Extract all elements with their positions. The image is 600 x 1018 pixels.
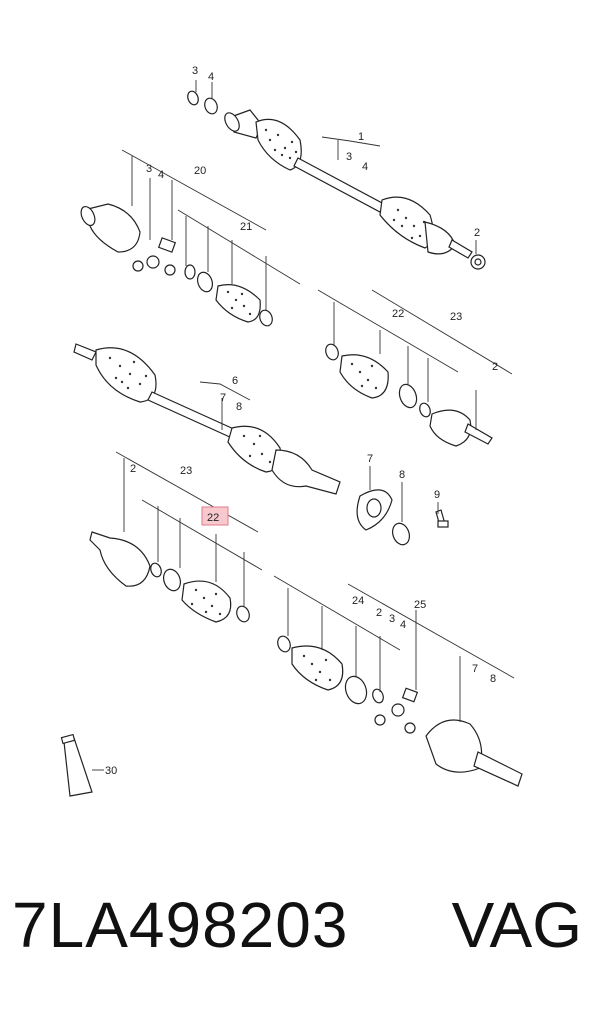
callout-label: 3 (146, 163, 152, 175)
callout-label: 2 (492, 361, 498, 373)
callout-label: 2 (376, 607, 382, 619)
callout-label: 3 (346, 151, 352, 163)
callout-label: 9 (434, 489, 440, 501)
callout-label: 3 (192, 65, 198, 77)
callout-label: 7 (472, 663, 478, 675)
callout-label: 23 (450, 311, 462, 323)
callout-label: 2 (130, 463, 136, 475)
grease-tube-icon (60, 733, 93, 797)
drive-shaft-top (187, 90, 486, 270)
callout-label: 30 (105, 765, 117, 777)
callout-label: 22 (392, 308, 404, 320)
callout-label: 24 (352, 595, 364, 607)
callout-label: 6 (232, 375, 238, 387)
boot-kit-21 (184, 264, 273, 327)
callout-label: 25 (414, 599, 426, 611)
inner-joint-kit-20 (80, 203, 177, 276)
callout-label: 8 (236, 401, 242, 413)
callout-label: 21 (240, 221, 252, 233)
callout-labels: 1 3 4 3 4 2 3 4 20 21 22 23 2 6 7 8 7 8 … (105, 65, 498, 777)
callout-label-highlighted: 22 (207, 512, 219, 524)
callout-label: 7 (367, 453, 373, 465)
callout-label: 4 (158, 169, 164, 181)
highlight-box (201, 506, 229, 526)
callout-label: 23 (180, 465, 192, 477)
part-number: 7LA498203 (12, 889, 349, 961)
callout-label: 20 (194, 165, 206, 177)
outer-joint-kit-lower (89, 531, 250, 623)
callout-label: 4 (208, 71, 214, 83)
callout-label: 4 (362, 161, 368, 173)
inner-joint-kit-lower (277, 635, 523, 787)
callout-label: 3 (389, 613, 395, 625)
callout-label: 8 (399, 469, 405, 481)
exploded-parts-diagram: 1 3 4 3 4 2 3 4 20 21 22 23 2 6 7 8 7 8 … (60, 65, 523, 797)
outer-joint-kit-23 (325, 343, 493, 447)
callout-label: 4 (400, 619, 406, 631)
callout-label: 7 (220, 392, 226, 404)
callout-label: 2 (474, 227, 480, 239)
drive-shaft-middle (73, 343, 449, 546)
leader-lines (92, 80, 515, 771)
callout-label: 1 (358, 131, 364, 143)
callout-label: 8 (490, 673, 496, 685)
brand-label: VAG (451, 889, 582, 961)
